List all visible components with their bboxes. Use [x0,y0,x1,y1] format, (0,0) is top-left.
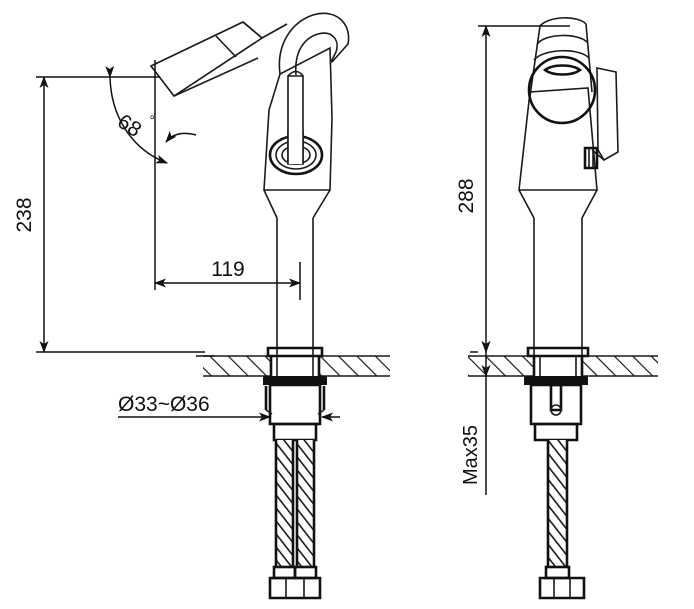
nut-ear-feet-side [265,409,325,415]
spout-head-split-line [215,35,237,58]
handle-base-rings-side [268,130,324,176]
deck-hole-edges-left [269,356,321,376]
dimension-hole-diameter: Ø33~Ø36 [118,393,340,422]
body-front-profile [518,87,598,191]
hose-outline-front [546,440,569,567]
dim-max35-label: Max35 [460,425,482,485]
dim-119-label: 119 [211,258,244,281]
deck-hole-left [271,356,319,376]
deck-collar-side [266,346,324,358]
side-view-mounting-hardware [263,346,327,442]
deck-hole-edges-right [532,356,584,376]
spout-gooseneck-inner-side [294,32,338,76]
handle-top-cap-side [287,70,304,77]
side-view-supply-hoses [268,440,322,600]
dim-288-label: 288 [455,178,478,213]
head-top-edge-front [539,17,587,27]
dim-68-leader [165,130,197,143]
side-view-deck-section [196,355,390,377]
hose-right-braid [297,440,314,567]
hose-left-braid [276,440,293,567]
side-view-faucet-body [149,12,350,356]
front-view-faucet-body [518,17,619,356]
front-view-deck-section [468,355,658,377]
front-view: 288 Max35 [455,17,658,600]
handle-hub-ribs-front [588,148,594,168]
head-outlet-circle [527,55,597,125]
head-outlet-slot [542,64,583,76]
washer-plate-front [524,376,588,385]
mounting-nut-side [268,383,322,426]
spout-head-front [527,17,597,125]
handle-paddle-front [596,67,619,162]
body-taper-front [518,189,598,219]
handle-stem-over-rings [287,130,304,164]
washer-plate-side [263,376,327,385]
head-ring-line-2 [533,49,590,61]
mounting-nut-front [529,383,583,426]
hose-end-nut-flats-side [285,578,305,598]
riser-column-front [533,218,583,356]
body-taper-side [263,189,331,219]
hose-outlines-side [274,440,316,567]
stud-end-front [550,404,562,416]
dimension-max35: Max35 [460,341,491,495]
tailpiece-front [533,422,579,442]
shank-front [539,356,577,376]
deck-hole-right [534,356,582,376]
dim-238-label: 238 [13,197,36,232]
lever-handle-front [583,67,619,170]
front-view-mounting-hardware [524,346,590,442]
spout-head-neck-link [173,23,288,97]
dimension-238: 238 [13,76,205,353]
tailpiece-side [272,422,318,442]
dimension-288: 288 [455,25,570,353]
front-view-supply-hose [538,440,586,600]
deck-collar-front [526,346,590,358]
spout-gooseneck-outer-side [278,12,350,75]
dimension-119: 119 [154,258,301,300]
head-ring-line-1 [536,34,588,45]
dim-68-arc [105,65,168,164]
nut-ears-side [264,386,326,410]
hose-end-nut-flats-front [553,578,571,598]
dim-hole-label: Ø33~Ø36 [118,393,210,416]
body-side-profile [263,46,333,191]
handle-ring-mask [288,130,303,164]
spout-head-top-edge [242,21,263,39]
hose-front-braid [548,440,567,567]
shank-side [276,356,314,376]
